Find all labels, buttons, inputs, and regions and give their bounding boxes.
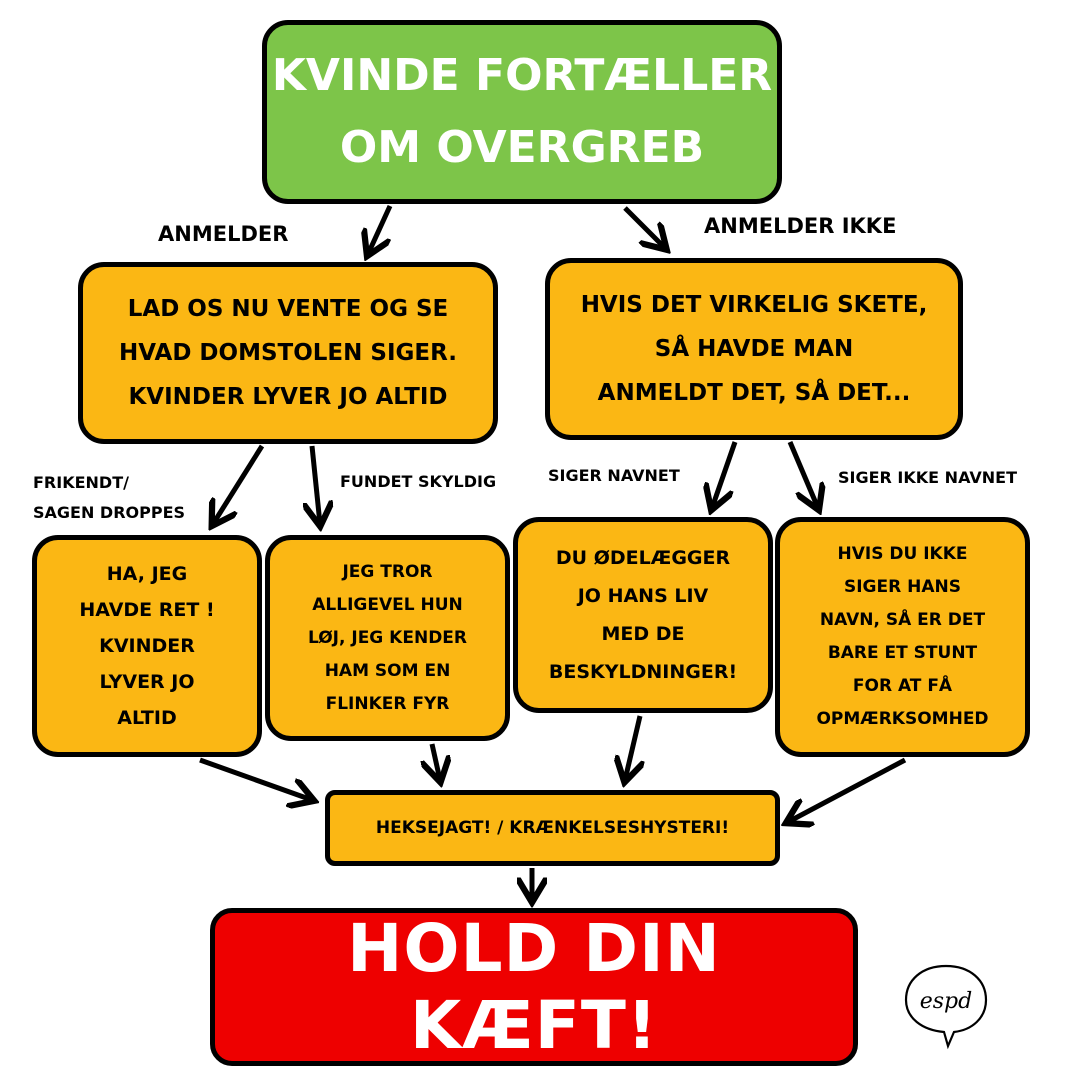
node-wait-for-court: LAD OS NU VENTE OG SE HVAD DOMSTOLEN SIG…	[78, 262, 498, 444]
node-shut-up: HOLD DIN KÆFT!	[210, 908, 858, 1066]
node-wait-for-court-text: LAD OS NU VENTE OG SE HVAD DOMSTOLEN SIG…	[119, 296, 457, 410]
arrow-top-to-right	[623, 206, 665, 248]
arrow-left-to-b2	[312, 445, 320, 524]
node-attention-stunt: HVIS DU IKKE SIGER HANS NAVN, SÅ ER DET …	[775, 517, 1030, 757]
node-woman-tells: KVINDE FORTÆLLER OM OVERGREB	[262, 20, 782, 204]
node-she-lied-anyway: JEG TROR ALLIGEVEL HUN LØJ, JEG KENDER H…	[265, 535, 510, 741]
arrow-b1-to-hex	[199, 757, 312, 800]
arrow-right-to-b4	[787, 441, 818, 508]
node-witch-hunt: HEKSEJAGT! / KRÆNKELSESHYSTERI!	[325, 790, 780, 866]
arrow-right-to-b3	[712, 441, 738, 508]
edge-label-does-not-say-name: SIGER IKKE NAVNET	[838, 468, 1017, 487]
svg-text:espd: espd	[920, 989, 972, 1014]
node-woman-tells-text: KVINDE FORTÆLLER OM OVERGREB	[271, 50, 773, 173]
edge-label-acquitted: FRIKENDT/ SAGEN DROPPES	[33, 473, 186, 522]
edge-label-says-name: SIGER NAVNET	[548, 466, 680, 485]
node-would-have-reported-text: HVIS DET VIRKELIG SKETE, SÅ HAVDE MAN AN…	[580, 292, 928, 406]
node-she-lied-anyway-text: JEG TROR ALLIGEVEL HUN LØJ, JEG KENDER H…	[307, 561, 468, 714]
node-shut-up-text: HOLD DIN KÆFT!	[347, 910, 721, 1064]
node-witch-hunt-text: HEKSEJAGT! / KRÆNKELSESHYSTERI!	[375, 818, 730, 838]
edge-label-reports: ANMELDER	[158, 222, 289, 246]
arrow-left-to-b1	[213, 444, 265, 524]
arrow-top-to-left	[368, 204, 393, 254]
arrow-b4-to-hex	[788, 757, 907, 822]
signature-logo: espd	[904, 964, 988, 1050]
node-ruining-his-life-text: DU ØDELÆGGER JO HANS LIV MED DE BESKYLDN…	[548, 547, 738, 683]
node-ruining-his-life: DU ØDELÆGGER JO HANS LIV MED DE BESKYLDN…	[513, 517, 773, 713]
node-would-have-reported: HVIS DET VIRKELIG SKETE, SÅ HAVDE MAN AN…	[545, 258, 963, 440]
node-i-was-right-text: HA, JEG HAVDE RET ! KVINDER LYVER JO ALT…	[79, 563, 215, 729]
arrow-b2-to-hex	[432, 743, 440, 780]
arrow-b3-to-hex	[625, 715, 640, 780]
edge-label-found-guilty: FUNDET SKYLDIG	[340, 472, 497, 491]
node-i-was-right: HA, JEG HAVDE RET ! KVINDER LYVER JO ALT…	[32, 535, 262, 757]
edge-label-does-not-report: ANMELDER IKKE	[704, 214, 897, 238]
node-attention-stunt-text: HVIS DU IKKE SIGER HANS NAVN, SÅ ER DET …	[816, 544, 989, 729]
